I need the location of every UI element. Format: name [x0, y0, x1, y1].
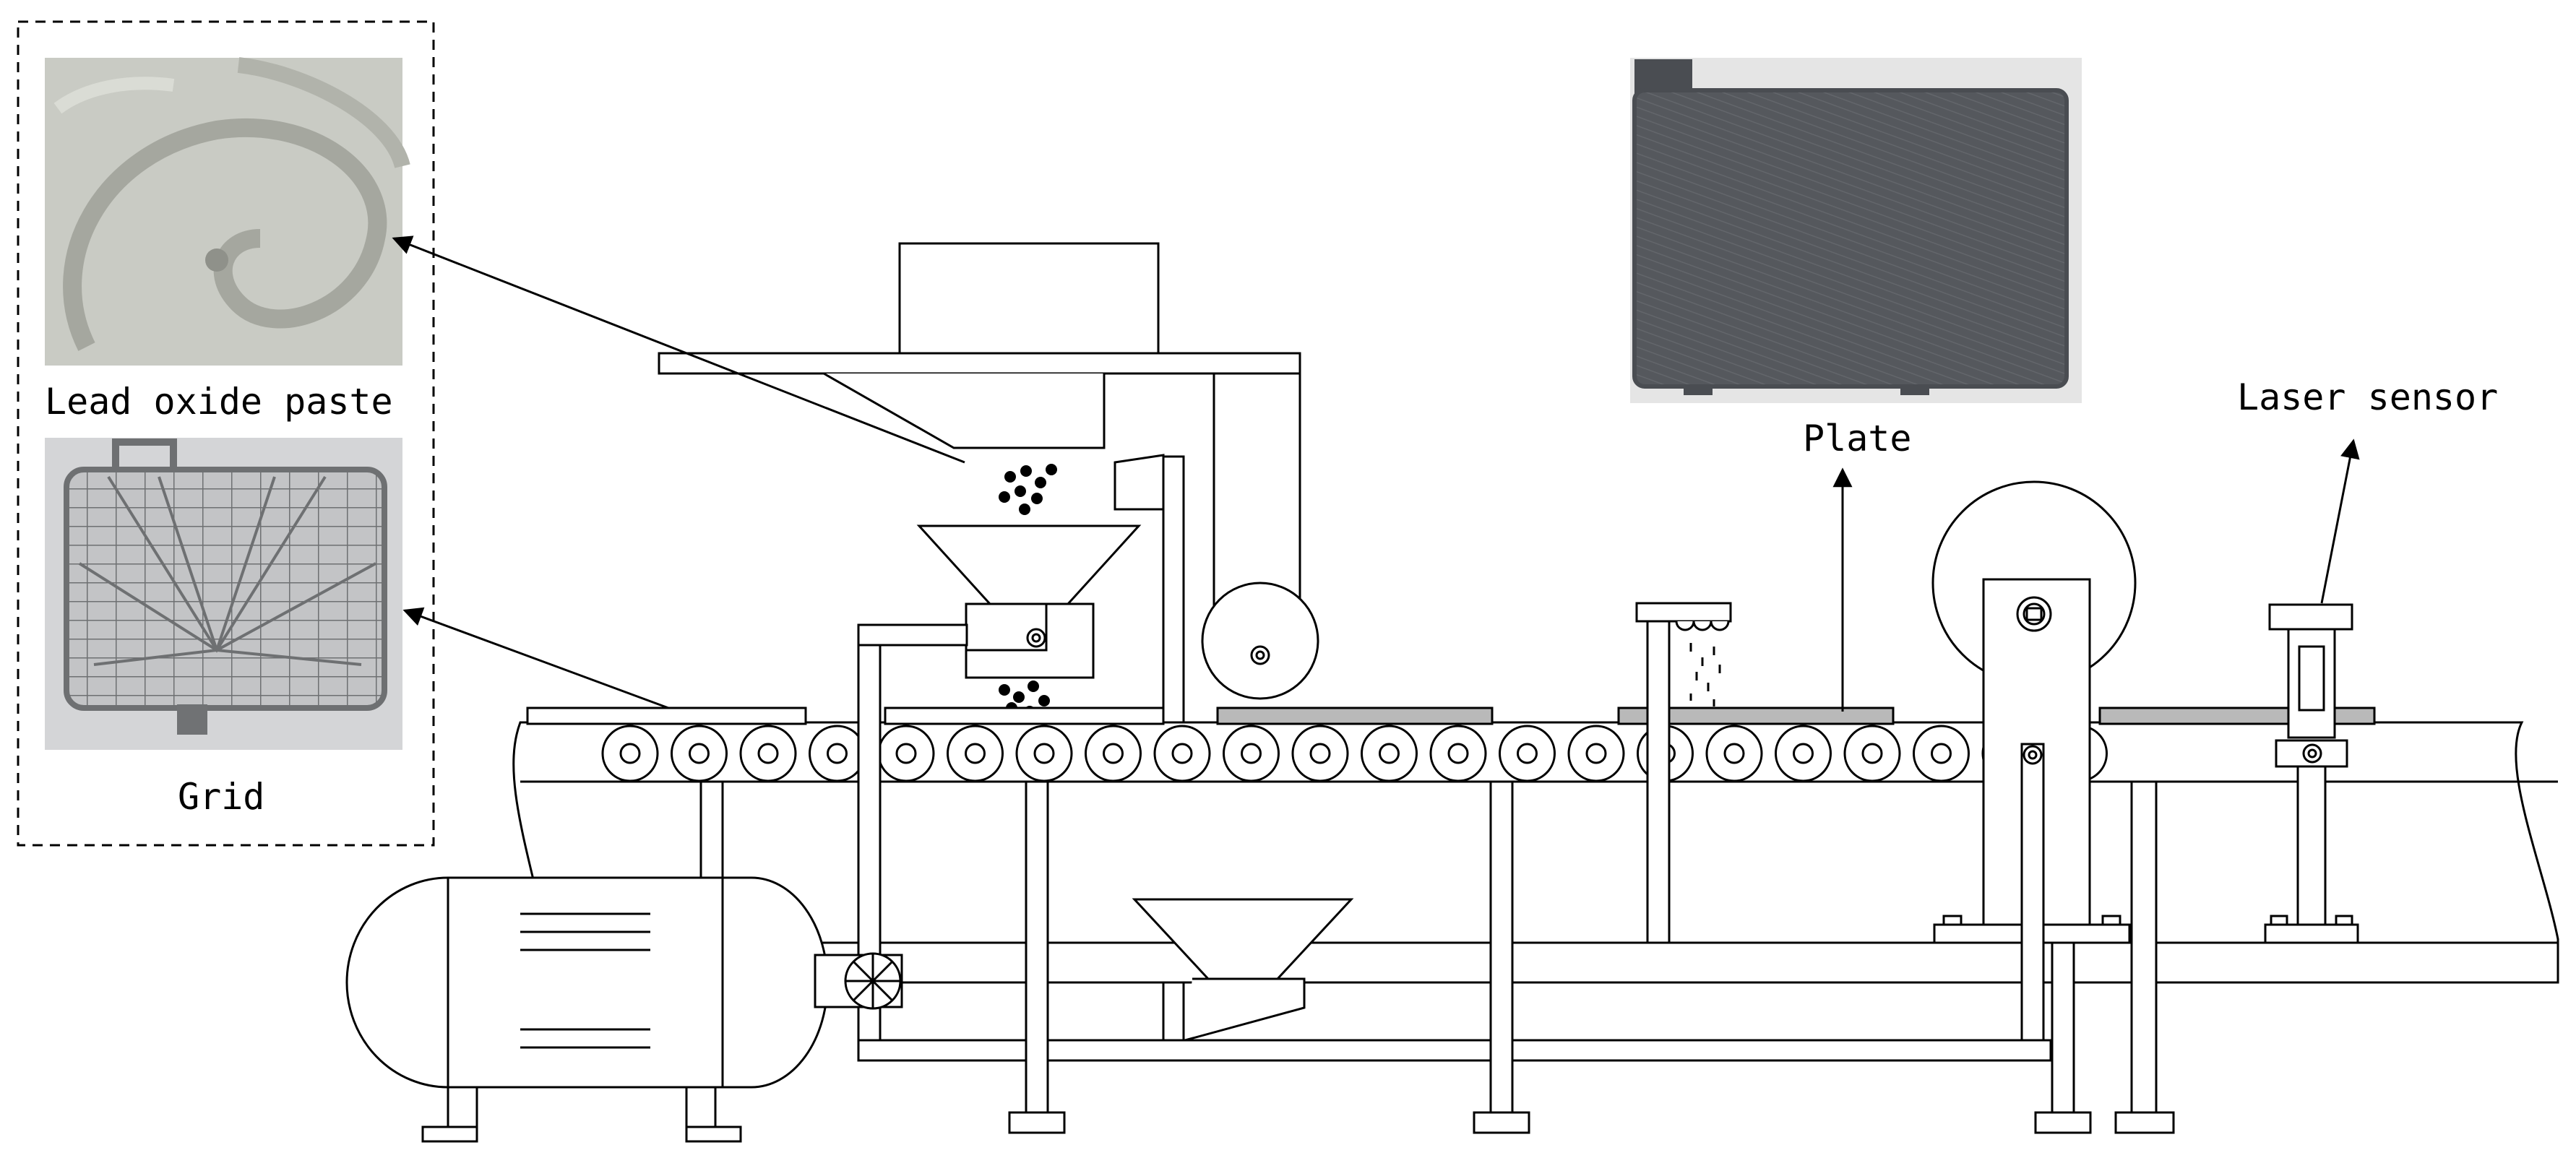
plate-photo [1630, 58, 2082, 403]
laser-sensor-label: Laser sensor [2237, 376, 2499, 418]
roller-hub [1103, 743, 1124, 764]
paste-dot [1046, 464, 1057, 475]
lead-oxide-paste-label: Lead oxide paste [45, 381, 393, 423]
roller [1153, 725, 1211, 782]
motor-icon [345, 876, 829, 1143]
roller [1429, 725, 1487, 782]
plate-label: Plate [1803, 418, 1912, 459]
paste-dot [999, 491, 1010, 503]
roller-hub [1309, 743, 1331, 764]
roller-hub [1931, 743, 1952, 764]
roller [1015, 725, 1073, 782]
roller-hub [1585, 743, 1607, 764]
paste-dot [1015, 485, 1026, 497]
roller-hub [1171, 743, 1193, 764]
roller-hub [1447, 743, 1469, 764]
paste-dot [1004, 471, 1016, 483]
roller [1705, 725, 1763, 782]
roller-hub [1793, 743, 1814, 764]
paste-dot [1020, 465, 1032, 477]
arrow-icon [392, 236, 2360, 712]
gear-wheel-icon [814, 952, 903, 1010]
roller [877, 725, 935, 782]
grid-photo [45, 438, 402, 750]
arrow-to-laser-sensor [2320, 438, 2360, 604]
roller-hub [895, 743, 917, 764]
paste-dot [1028, 680, 1039, 692]
roller-hub [1517, 743, 1538, 764]
arrow-to-grid [402, 607, 669, 709]
paste-dot [999, 684, 1010, 696]
paste-dot [1019, 504, 1030, 515]
roller [1499, 725, 1556, 782]
roller [809, 725, 866, 782]
roller-hub [965, 743, 986, 764]
roller [671, 725, 728, 782]
roller [1361, 725, 1418, 782]
paste-dot [1038, 695, 1050, 707]
drive-wheel-stand [1931, 480, 2137, 1042]
laser-sensor-stand [2264, 603, 2359, 944]
roller-hub [1033, 743, 1055, 764]
paste-dot [1013, 691, 1025, 703]
support-frame [699, 623, 2175, 1134]
roller-hub [689, 743, 710, 764]
paste-dot [1035, 477, 1046, 488]
roller [1223, 725, 1280, 782]
roller [601, 725, 659, 782]
roller [1775, 725, 1832, 782]
roller-hub [1861, 743, 1883, 764]
roller [1913, 725, 1970, 782]
grid-label: Grid [178, 776, 265, 818]
roller [1291, 725, 1349, 782]
roller-hub [757, 743, 779, 764]
plates-on-belt [526, 707, 2376, 725]
roller-hub [1723, 743, 1745, 764]
roller-hub [827, 743, 848, 764]
roller-hub [1241, 743, 1262, 764]
lead-oxide-paste-photo [45, 57, 410, 366]
roller [1843, 725, 1901, 782]
roller-hub [619, 743, 641, 764]
roller [1085, 725, 1142, 782]
roller [739, 725, 797, 782]
roller-hub [1379, 743, 1400, 764]
roller [947, 725, 1004, 782]
inset-dashed-box [17, 20, 435, 847]
paste-dot [1031, 493, 1043, 504]
roller [1567, 725, 1625, 782]
arrow-to-paste [392, 236, 965, 464]
spray-nozzle [1635, 602, 1732, 944]
